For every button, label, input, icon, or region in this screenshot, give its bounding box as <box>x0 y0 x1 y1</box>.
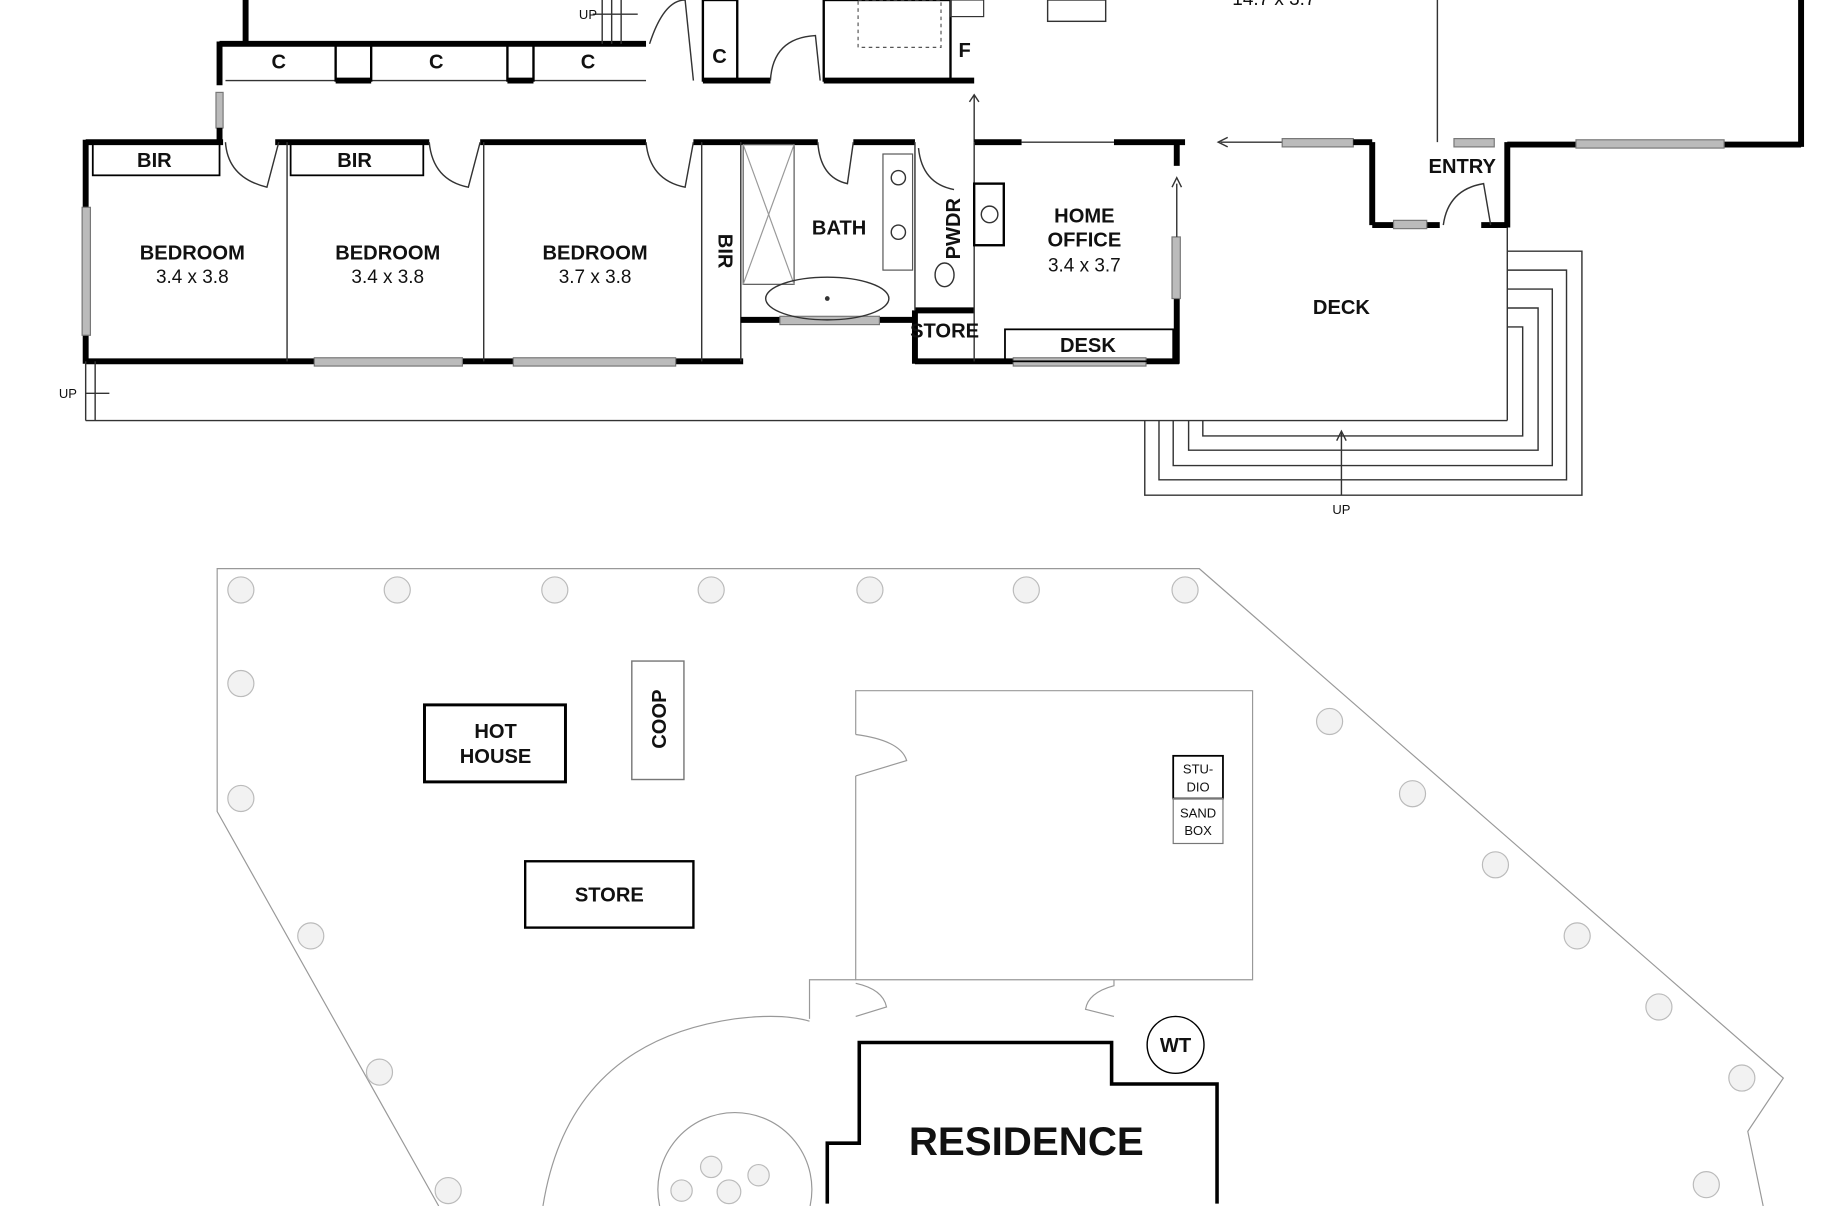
tree-icon <box>1315 707 1344 736</box>
bedroom-dims: 3.7 x 3.8 <box>559 267 632 288</box>
bedroom-1: BEDROOM 3.4 x 3.8 <box>140 242 245 288</box>
closet-labels: C C C C <box>272 46 727 74</box>
hot-house: HOT HOUSE <box>423 703 567 784</box>
bedroom-dims: 3.4 x 3.8 <box>351 267 424 288</box>
tree-icon <box>541 576 569 604</box>
water-tank-label: WT <box>1160 1035 1192 1057</box>
store-label: STORE <box>575 885 644 907</box>
site-plan: HOT HOUSE COOP STORE STU- DIO SAND BOX <box>216 568 1785 1206</box>
bedroom-dims: 3.4 x 3.8 <box>156 267 229 288</box>
bedroom-2: BEDROOM 3.4 x 3.8 <box>335 242 440 288</box>
bedroom-label: BEDROOM <box>140 242 245 264</box>
tree-icon <box>434 1176 462 1205</box>
studio-label: STU- <box>1183 762 1213 777</box>
hot-house-label: HOT <box>474 721 517 743</box>
residence: RESIDENCE <box>825 1040 1219 1204</box>
powder-room-label: PWDR <box>943 197 965 259</box>
bir-label: BIR <box>137 150 172 172</box>
coop: COOP <box>631 660 685 781</box>
bath-label: BATH <box>812 218 866 240</box>
coop-label: COOP <box>649 689 671 748</box>
deck-steps <box>1144 250 1583 496</box>
tree-icon <box>1645 993 1673 1021</box>
tree-icon <box>856 576 884 604</box>
tree-icon <box>697 576 725 604</box>
up-label: UP <box>1332 502 1350 517</box>
tree-icon <box>365 1058 394 1086</box>
water-tank: WT <box>1146 1015 1205 1075</box>
tree-icon <box>1563 922 1591 950</box>
home-office-dims: 3.4 x 3.7 <box>1048 255 1121 276</box>
closet-label: C <box>581 52 596 74</box>
tree-icon <box>227 576 255 604</box>
tree-icon <box>227 784 255 813</box>
home-office-label: HOME <box>1054 206 1114 228</box>
tree-icons <box>227 576 1756 1205</box>
tree-icon <box>1171 576 1199 604</box>
closet-label: C <box>272 52 287 74</box>
house-floor-plan: C C C C UP F 14.7 x 3.7 <box>59 0 1805 517</box>
home-office: HOME OFFICE 3.4 x 3.7 <box>1047 206 1121 277</box>
bir-label: BIR <box>337 150 372 172</box>
studio-label: DIO <box>1187 779 1210 794</box>
tree-icon <box>1481 851 1510 879</box>
tree-icon <box>383 576 411 604</box>
deck-label: DECK <box>1313 297 1370 319</box>
living-room-dims: 14.7 x 3.7 <box>1232 0 1315 10</box>
tree-icon <box>1728 1064 1756 1092</box>
tree-icon <box>1692 1171 1720 1199</box>
store-label: STORE <box>910 321 979 343</box>
bir-label: BIR <box>713 234 735 269</box>
residence-label: RESIDENCE <box>909 1119 1144 1164</box>
bedroom-label: BEDROOM <box>335 242 440 264</box>
tree-icon <box>227 669 255 698</box>
stairs: UP <box>579 0 638 44</box>
entry-label: ENTRY <box>1429 156 1497 178</box>
home-office-label: OFFICE <box>1047 229 1121 251</box>
bedroom-3: BEDROOM 3.7 x 3.8 <box>543 242 648 288</box>
up-label: UP <box>579 7 597 22</box>
closet-label: C <box>712 46 727 68</box>
garden-store: STORE <box>524 860 695 929</box>
tree-icon <box>1398 780 1427 808</box>
tree-icon <box>297 922 325 950</box>
fridge-label: F <box>959 40 971 62</box>
hot-house-label: HOUSE <box>460 746 532 768</box>
bedroom-label: BEDROOM <box>543 242 648 264</box>
closet-label: C <box>429 52 444 74</box>
sandbox-label: BOX <box>1184 823 1212 838</box>
desk-label: DESK <box>1060 335 1116 357</box>
studio-yard: STU- DIO SAND BOX <box>808 690 1254 1019</box>
tree-icon <box>1012 576 1040 604</box>
up-label: UP <box>59 386 77 401</box>
sandbox-label: SAND <box>1180 805 1216 820</box>
